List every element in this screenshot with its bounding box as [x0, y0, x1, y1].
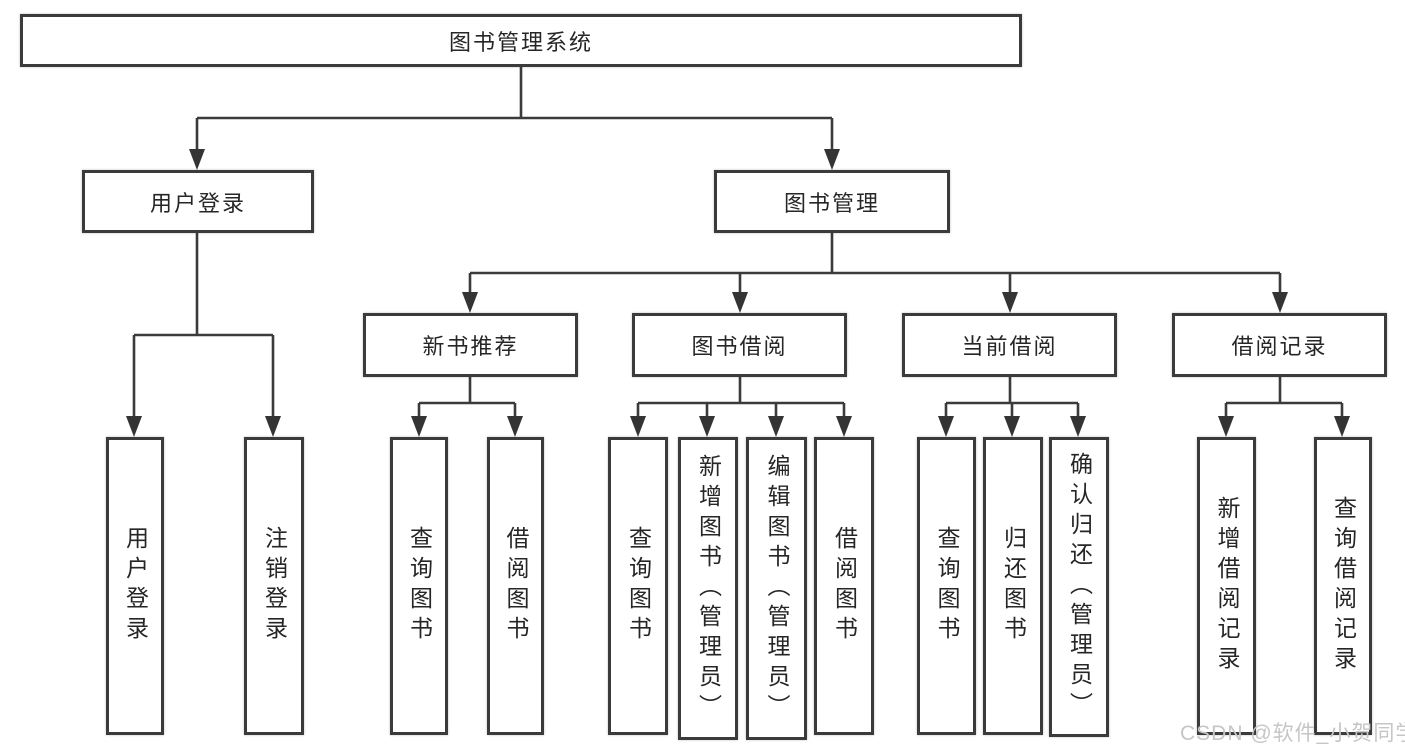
- node-leaf-add-books-admin: 新增图书（管理员）: [678, 437, 738, 740]
- node-book-borrow: 图书借阅: [632, 313, 847, 377]
- node-label: 查询图书: [406, 526, 433, 646]
- node-label: 当前借阅: [961, 334, 1058, 359]
- node-leaf-edit-books-admin: 编辑图书（管理员）: [746, 437, 807, 740]
- node-root: 图书管理系统: [20, 14, 1022, 67]
- node-label: 借阅记录: [1231, 334, 1328, 359]
- node-label: 注销登录: [261, 526, 288, 646]
- node-leaf-confirm-return-admin: 确认归还（管理员）: [1049, 437, 1109, 737]
- node-leaf-borrow-books-recommend: 借阅图书: [487, 437, 544, 735]
- node-label: 查询借阅记录: [1330, 496, 1357, 676]
- node-current-borrow: 当前借阅: [902, 313, 1117, 377]
- node-borrow-records: 借阅记录: [1172, 313, 1387, 377]
- node-label: 新增借阅记录: [1214, 496, 1240, 676]
- node-label: 查询图书: [934, 526, 960, 646]
- node-leaf-return-books: 归还图书: [983, 437, 1043, 735]
- node-label: 新书推荐: [422, 334, 519, 359]
- node-leaf-logout: 注销登录: [244, 437, 304, 735]
- node-user-login: 用户登录: [82, 170, 314, 233]
- node-label: 新增图书（管理员）: [695, 453, 722, 724]
- node-leaf-add-borrow-record: 新增借阅记录: [1197, 437, 1256, 735]
- node-leaf-user-login: 用户登录: [106, 437, 164, 735]
- node-leaf-query-books-recommend: 查询图书: [390, 437, 448, 735]
- node-label: 用户登录: [149, 190, 246, 216]
- node-label: 用户登录: [122, 526, 149, 646]
- node-label: 图书管理系统: [448, 29, 593, 55]
- node-leaf-query-books-borrow: 查询图书: [608, 437, 668, 735]
- node-leaf-query-books-current: 查询图书: [917, 437, 976, 735]
- node-book-management: 图书管理: [714, 170, 950, 233]
- node-leaf-query-borrow-record: 查询借阅记录: [1314, 437, 1372, 735]
- node-label: 图书借阅: [691, 334, 788, 359]
- node-leaf-borrow-books: 借阅图书: [814, 437, 874, 735]
- node-label: 编辑图书（管理员）: [764, 453, 790, 724]
- node-label: 借阅图书: [503, 526, 529, 646]
- node-label: 查询图书: [625, 526, 652, 646]
- csdn-watermark: CSDN @软件_小贺同学: [1180, 722, 1405, 745]
- node-label: 确认归还（管理员）: [1066, 452, 1093, 722]
- node-label: 借阅图书: [831, 526, 858, 646]
- node-new-book-recommend: 新书推荐: [363, 313, 578, 377]
- node-label: 图书管理: [783, 190, 880, 216]
- arrowheads: [126, 149, 1350, 437]
- node-label: 归还图书: [1000, 526, 1027, 646]
